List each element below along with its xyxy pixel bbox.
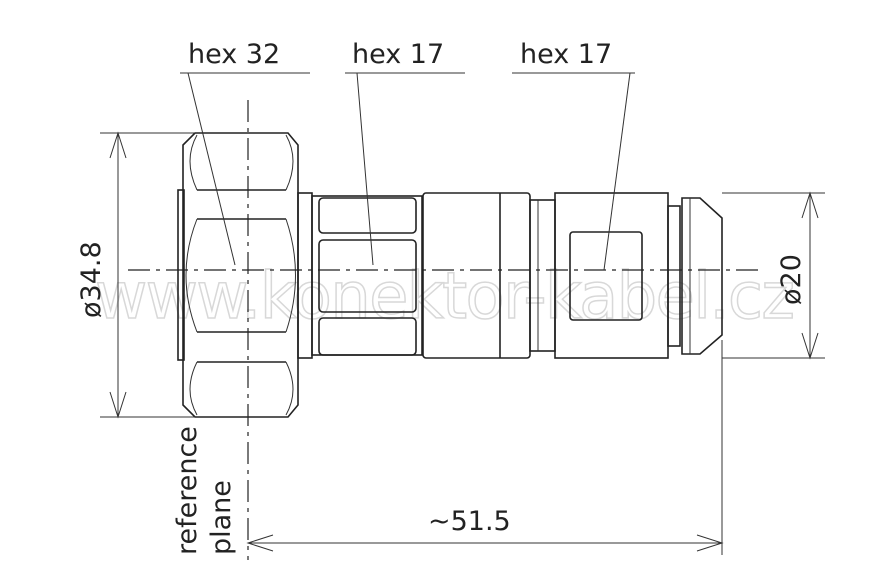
- dimension-outer-diameter: ø34.8: [76, 131, 195, 419]
- hex32-nut: [177, 132, 299, 418]
- svg-text:plane: plane: [206, 480, 237, 555]
- connector-body: [422, 192, 723, 359]
- hex32-label: hex 32: [188, 39, 280, 70]
- hex17-label-2: hex 17: [520, 39, 612, 70]
- watermark: www.konektor-kabel.cz: [95, 260, 795, 334]
- hex17-callout-1: hex 17: [345, 39, 465, 266]
- length-label: ~51.5: [428, 506, 511, 537]
- body-diameter-label: ø20: [776, 254, 807, 305]
- hex32-callout: hex 32: [180, 39, 310, 266]
- hex17-callout-2: hex 17: [512, 39, 635, 271]
- svg-text:reference: reference: [172, 426, 203, 555]
- dimension-body-diameter: ø20: [722, 191, 825, 360]
- outer-diameter-label: ø34.8: [76, 241, 107, 318]
- reference-plane-label: reference plane: [172, 426, 237, 555]
- hex17-label-1: hex 17: [352, 39, 444, 70]
- dimension-length: ~51.5: [246, 340, 724, 555]
